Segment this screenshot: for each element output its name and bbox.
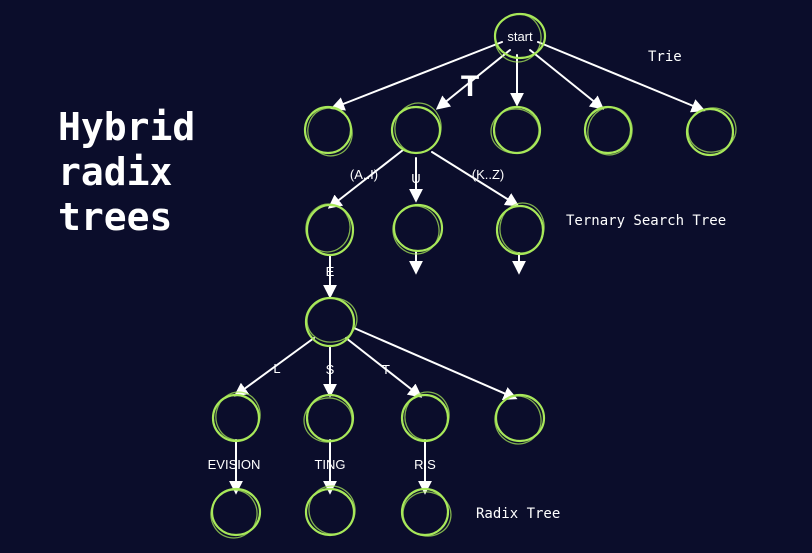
node-radix-ting [304, 485, 356, 537]
edge-e-fourth [353, 327, 518, 400]
tst-label: Ternary Search Tree [566, 213, 726, 229]
edge-root-n1 [330, 41, 503, 111]
node-trie-3 [490, 105, 542, 155]
edge-label-a-i: (A..I) [350, 167, 378, 182]
root-label: start [507, 29, 533, 44]
node-radix-ris [400, 487, 452, 537]
edge-label-e: E [326, 264, 335, 279]
node-root [493, 12, 547, 63]
node-trie-4 [583, 105, 633, 156]
edge-label-l: L [273, 361, 280, 376]
node-trie-2 [390, 102, 442, 155]
node-s [303, 393, 355, 443]
edge-label-ris: RIS [414, 457, 436, 472]
edge-label-k-z: (K..Z) [472, 167, 505, 182]
edge-e-t [345, 337, 423, 398]
title-line-2: radix [58, 150, 173, 194]
edge-label-t2: T [382, 362, 390, 377]
edge-label-ting: TING [314, 457, 345, 472]
node-radix-evision [210, 487, 262, 539]
node-tst-middle [392, 203, 444, 255]
node-t [400, 391, 450, 443]
edge-label-s: S [326, 362, 335, 377]
node-tst-right [495, 202, 545, 256]
edge-label-u: U [411, 171, 420, 186]
edge-n2-tst-right [431, 151, 520, 207]
edge-n2-tst-left [327, 149, 404, 209]
node-fourth [494, 393, 546, 445]
edge-label-evision: EVISION [208, 457, 261, 472]
node-tst-left [305, 203, 355, 257]
edge-root-n2 [435, 49, 511, 110]
node-l [211, 391, 261, 443]
node-trie-5 [685, 107, 737, 157]
title-line-1: Hybrid [58, 105, 196, 149]
edge-e-l [233, 337, 315, 397]
edge-root-n4 [529, 49, 605, 110]
edge-root-n5 [537, 41, 706, 113]
diagram-title: Hybrid radix trees [58, 105, 195, 240]
node-trie-1 [303, 105, 353, 157]
radix-tree-label: Radix Tree [476, 506, 560, 522]
title-line-3: trees [58, 195, 173, 239]
trie-label: Trie [648, 49, 682, 65]
node-e [304, 296, 358, 348]
edge-label-t: T [461, 70, 479, 103]
